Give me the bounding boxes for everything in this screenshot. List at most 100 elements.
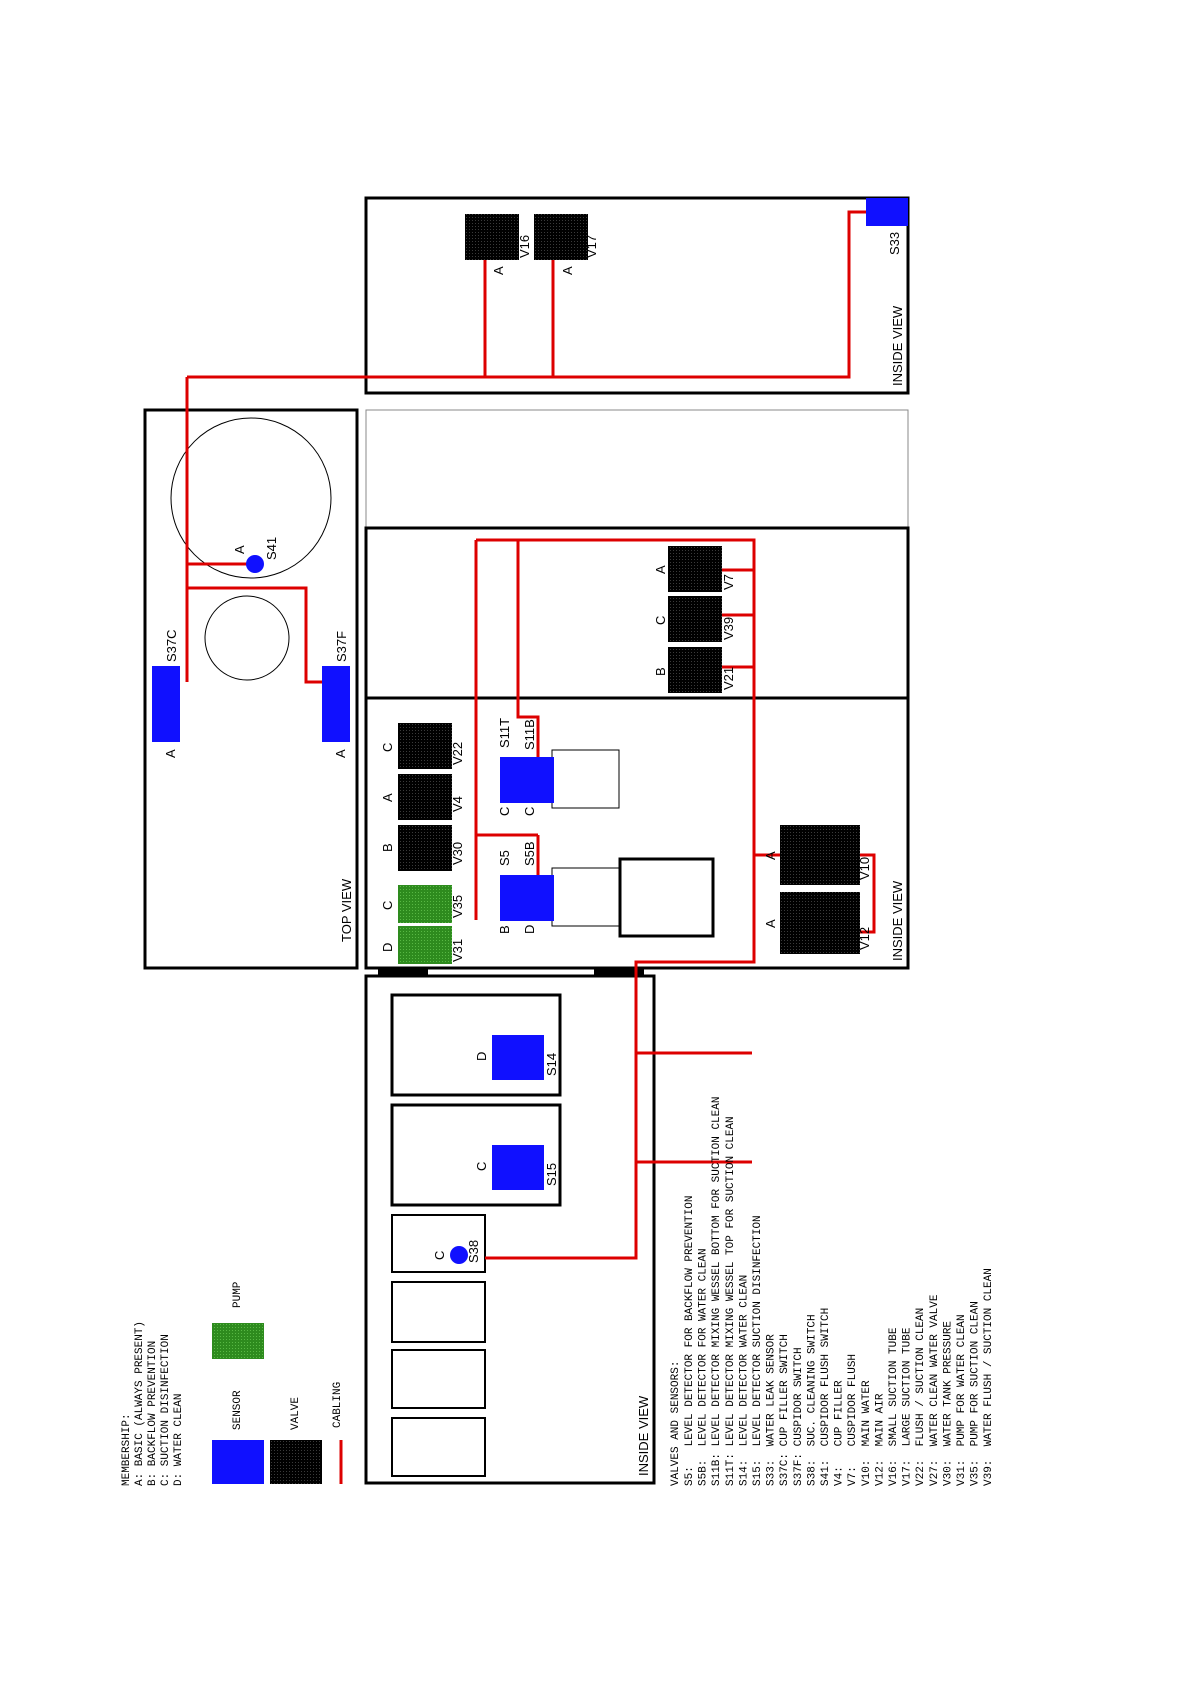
valve-v22 <box>398 723 452 769</box>
container-suction-disinfection <box>390 1103 562 1207</box>
inside-view-upper-frame <box>364 196 910 395</box>
legend-valve-swatch <box>270 1440 322 1484</box>
valve-v30 <box>398 825 452 871</box>
label-v10: V10 <box>857 857 872 880</box>
label-v30: V30 <box>450 842 465 865</box>
membership-item-c: C: SUCTION DISINFECTION <box>160 1334 172 1486</box>
valves-sensors-item: S5: LEVEL DETECTOR FOR BACKFLOW PREVENTI… <box>684 1196 696 1486</box>
member-v22: C <box>380 743 395 752</box>
valves-sensors-item: S11T: LEVEL DETECTOR MIXING WESSEL TOP F… <box>725 1116 737 1486</box>
small-bowl <box>204 595 290 681</box>
member-v4: A <box>380 793 395 802</box>
valves-sensors-item: V22: FLUSH / SUCTION CLEAN <box>915 1308 927 1486</box>
legend-sensor-label: SENSOR <box>232 1390 244 1430</box>
mixing-vessel <box>551 749 620 809</box>
sensor-s5 <box>500 875 554 921</box>
membership-title: MEMBERSHIP: <box>121 1413 133 1486</box>
sensor-s11 <box>500 757 554 803</box>
pump-v35 <box>398 885 452 923</box>
member-v16: A <box>491 266 506 275</box>
pump-v31 <box>398 926 452 964</box>
label-s33: S33 <box>887 232 902 255</box>
label-v12: V12 <box>857 927 872 950</box>
valve-v10 <box>780 825 860 885</box>
member-s5b: D <box>522 925 537 934</box>
sensor-s14 <box>492 1035 544 1080</box>
label-s11t: S11T <box>497 718 512 748</box>
valve-v39 <box>668 596 722 642</box>
blank-panel <box>365 409 909 529</box>
label-inside-view-main: INSIDE VIEW <box>890 880 905 961</box>
member-v30: B <box>380 843 395 852</box>
label-v22: V22 <box>450 742 465 765</box>
container-suction-cleaning <box>391 1214 486 1273</box>
valve-v4 <box>398 774 452 820</box>
legend: SENSOR VALVE PUMP CABLING <box>212 1281 344 1484</box>
valves-sensors-item: V10: MAIN WATER <box>861 1380 873 1486</box>
water-vessel <box>551 867 621 927</box>
top-view-frame <box>143 408 359 970</box>
label-v31: V31 <box>450 939 465 962</box>
large-bowl <box>170 417 332 579</box>
container-slot-2 <box>391 1349 486 1409</box>
member-s5: B <box>497 925 512 934</box>
member-v39: C <box>653 616 668 625</box>
label-inside-view-upper: INSIDE VIEW <box>890 305 905 386</box>
member-s14: D <box>474 1052 489 1061</box>
valves-sensors-item: V30: WATER TANK PRESSURE <box>942 1321 954 1486</box>
valves-sensors-item: S38: SUC. CLEANING SWITCH <box>806 1314 818 1486</box>
membership-item-d: D: WATER CLEAN <box>173 1394 185 1486</box>
member-v7: A <box>653 565 668 574</box>
legend-cabling-label: CABLING <box>332 1382 344 1428</box>
label-s15: S15 <box>544 1163 559 1186</box>
member-v12: A <box>763 919 778 928</box>
label-s41: S41 <box>264 537 279 560</box>
label-v35: V35 <box>450 895 465 918</box>
valves-sensors-title: VALVES AND SENSORS: <box>670 1361 682 1486</box>
label-s11b: S11B <box>522 719 537 750</box>
member-s38: C <box>432 1251 447 1260</box>
member-v21: B <box>653 667 668 676</box>
legend-pump-label: PUMP <box>232 1281 244 1308</box>
member-s37c: A <box>163 749 178 758</box>
valves-sensors-item: S41: CUSPIDOR FLUSH SWITCH <box>820 1308 832 1486</box>
valves-sensors-item: S37C: CUP FILLER SWITCH <box>779 1334 791 1486</box>
valves-sensors-item: S33: WATER LEAK SENSOR <box>766 1334 778 1486</box>
label-s37c: S37C <box>164 629 179 662</box>
member-s11b: C <box>522 807 537 816</box>
valves-sensors-item: V35: PUMP FOR SUCTION CLEAN <box>970 1301 982 1486</box>
membership-block: MEMBERSHIP: A: BASIC (ALWAYS PRESENT) B:… <box>121 1321 185 1486</box>
valves-sensors-item: V16: SMALL SUCTION TUBE <box>888 1327 900 1486</box>
member-v35: C <box>380 901 395 910</box>
inside-view-main-upper-frame <box>364 526 910 700</box>
label-v17: V17 <box>584 235 599 258</box>
valve-v12 <box>780 892 860 954</box>
valve-v17 <box>534 214 588 260</box>
valves-sensors-item: S37F: CUSPIDOR SWITCH <box>793 1347 805 1486</box>
sensor-s15 <box>492 1145 544 1190</box>
label-v7: V7 <box>721 574 736 590</box>
sensor-s37c <box>152 666 180 742</box>
valves-sensors-item: V4: CUP FILLER <box>834 1380 846 1486</box>
label-v39: V39 <box>721 617 736 640</box>
cabling <box>185 210 876 1260</box>
valves-sensors-item: V39: WATER FLUSH / SUCTION CLEAN <box>983 1268 995 1486</box>
valves-sensors-list: VALVES AND SENSORS: S5: LEVEL DETECTOR F… <box>670 1097 995 1486</box>
valves-sensors-item: V17: LARGE SUCTION TUBE <box>902 1327 914 1486</box>
member-v17: A <box>560 266 575 275</box>
valves-sensors-item: V7: CUSPIDOR FLUSH <box>847 1354 859 1486</box>
legend-pump-swatch <box>212 1323 264 1359</box>
label-s5b: S5B <box>522 841 537 866</box>
label-s5: S5 <box>497 850 512 866</box>
sensor-s33 <box>866 198 908 226</box>
valve-v16 <box>465 214 519 260</box>
connector-bar-right <box>594 968 644 976</box>
label-s37f: S37F <box>334 631 349 662</box>
member-v31: D <box>380 943 395 952</box>
member-s37f: A <box>333 749 348 758</box>
container-slot-3 <box>391 1417 486 1477</box>
member-s15: C <box>474 1162 489 1171</box>
legend-valve-label: VALVE <box>290 1397 302 1430</box>
container-water-clean <box>390 993 562 1097</box>
legend-sensor-swatch <box>212 1440 264 1484</box>
